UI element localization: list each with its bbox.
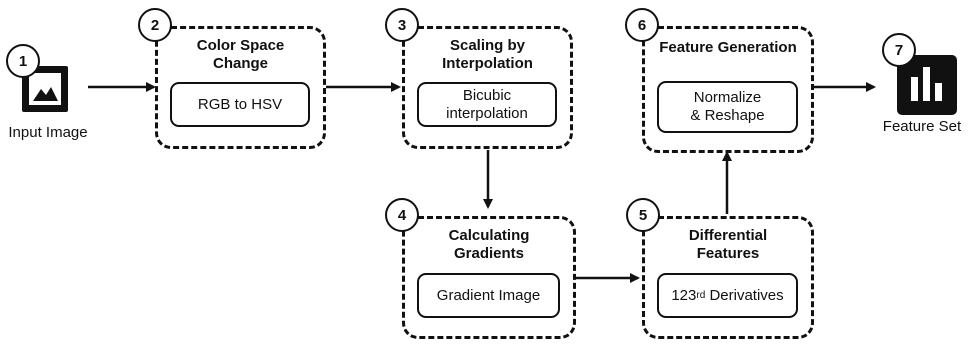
input-image-caption: Input Image (8, 124, 88, 141)
stage-gradients-title: Calculating Gradients (448, 227, 530, 262)
input-image-icon (21, 65, 69, 113)
stage-feature-generation-title: Feature Generation (659, 39, 797, 56)
step-6-badge: 6 (625, 8, 659, 42)
step-7-badge: 7 (882, 33, 916, 67)
feature-set-caption: Feature Set (882, 118, 962, 135)
stage-feature-generation: Feature Generation Normalize & Reshape (642, 26, 814, 153)
step-4-badge: 4 (385, 198, 419, 232)
derivatives-label: Derivatives (705, 286, 784, 304)
stage-scaling-title: Scaling by Interpolation (442, 37, 533, 72)
bicubic-interpolation-box: Bicubic interpolation (417, 82, 557, 127)
stage-color-space: Color Space Change RGB to HSV (155, 26, 326, 149)
rgb-to-hsv-box: RGB to HSV (170, 82, 310, 127)
stage-gradients: Calculating Gradients Gradient Image (402, 216, 576, 339)
stage-color-space-title: Color Space Change (196, 37, 285, 72)
step-2-badge: 2 (138, 8, 172, 42)
bar-chart-icon (897, 55, 957, 115)
stage-differential-title: Differential Features (688, 227, 768, 262)
step-1-badge: 1 (6, 44, 40, 78)
step-5-badge: 5 (626, 198, 660, 232)
step-3-badge: 3 (385, 8, 419, 42)
stage-scaling: Scaling by Interpolation Bicubic interpo… (402, 26, 573, 149)
gradient-image-box: Gradient Image (417, 273, 560, 318)
derivatives-order: 123 (671, 286, 697, 304)
normalize-reshape-box: Normalize & Reshape (657, 81, 798, 133)
